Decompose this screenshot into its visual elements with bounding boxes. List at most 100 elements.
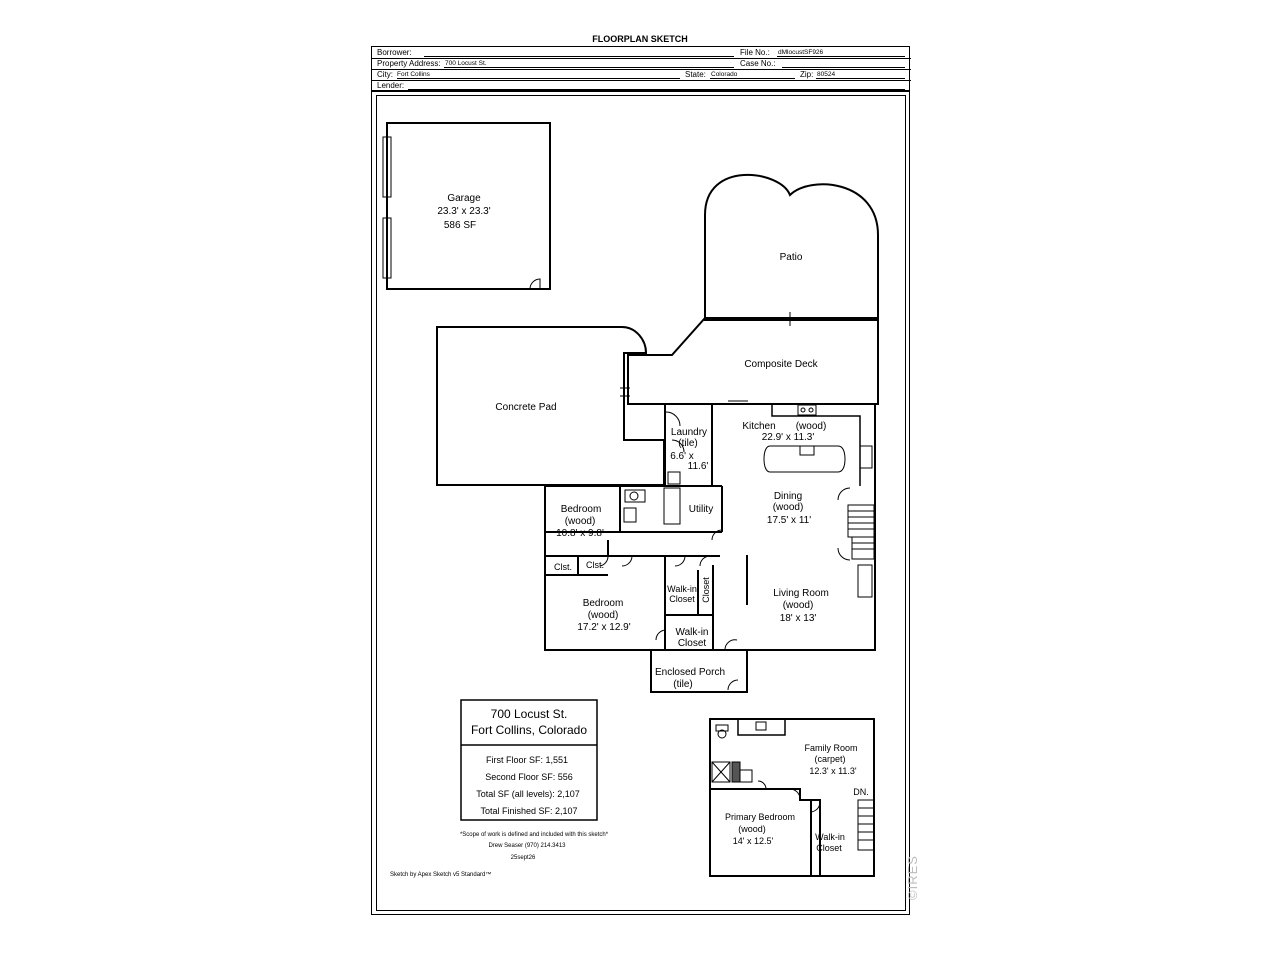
sink-icon [623,507,637,523]
kitchen-floor: (wood) [796,421,827,432]
city-label: City: [377,70,393,79]
door-swing-icon [727,679,739,691]
stairs-down-icon [857,799,875,851]
garage-outline [386,122,551,290]
walkin1-name-2: Closet [669,594,695,604]
laundry-name: Laundry [671,427,707,438]
summary-box [460,699,598,821]
walkin2-name: Walk-in [676,627,709,638]
sink-icon [799,445,815,456]
fill-line [782,67,905,68]
dining-floor: (wood) [773,502,804,513]
state-label: State: [685,70,706,79]
header-row-borrower: Borrower: File No.: dMlocustSF926 [372,47,909,58]
closet-a-name: Clst. [554,562,572,572]
cabinet-icon [739,769,753,783]
deck-outline [627,317,879,405]
door-swing-icon [711,529,723,541]
washer-icon [667,471,681,485]
sheet-frame [371,91,910,915]
author-note: Drew Seaser (970) 214.3413 [488,843,566,849]
address-value: 700 Locust St. [445,60,487,67]
file-label: File No.: [740,48,770,57]
fridge-icon [859,445,873,469]
patio-outline [704,173,879,321]
header-divider [372,69,911,70]
door-swing-icon [671,439,685,453]
software-note: Sketch by Apex Sketch v5 Standard™ [390,871,491,878]
door-swing-icon [655,629,667,641]
stairs-icon [847,504,875,560]
living-name: Living Room [773,588,829,599]
sheet-title: FLOORPLAN SKETCH [592,34,688,44]
fill-line [424,56,734,57]
city-value: Fort Collins [397,71,430,78]
garage-dims: 23.3' x 23.3' [437,206,490,217]
bedroom1-name: Bedroom [561,504,602,515]
fill-line [397,78,680,79]
fireplace-icon [857,564,873,598]
porch-floor: (tile) [673,679,692,690]
toilet-tank-icon [715,724,729,732]
scope-note: *Scope of work is defined and included w… [460,832,609,838]
zip-value: 80524 [817,71,836,78]
door-swing-icon [757,780,767,790]
header-divider [372,80,911,81]
closet-name: Closet [701,577,711,603]
bedroom2-name: Bedroom [583,598,624,609]
date-note: 25sept26 [511,855,536,861]
fill-line [444,67,734,68]
summary-finished: Total Finished SF: 2,107 [480,806,577,816]
summary-city: Fort Collins, Colorado [471,723,587,737]
door-swing-icon [665,411,681,427]
walkin3-name: Walk-in [815,832,845,842]
bathtub-icon [663,487,681,525]
range-icon [797,404,817,416]
header-divider [372,58,911,59]
bedroom2-floor: (wood) [588,610,619,621]
dining-dims: 17.5' x 11' [767,515,811,526]
door-swing-icon [529,278,541,290]
second-floor-outline [709,718,875,877]
living-floor: (wood) [783,600,814,611]
family-name: Family Room [804,743,857,753]
sliding-door-icon [620,387,630,397]
bath-counter [737,719,786,736]
door-swing-icon [674,555,686,567]
family-dims: 12.3' x 11.3' [809,766,857,776]
utility-name: Utility [689,504,713,515]
garage-door-icon [382,217,392,279]
door-swing-icon [699,555,711,567]
garage-name: Garage [447,193,481,204]
door-swing-icon [724,639,738,651]
family-floor: (carpet) [814,754,845,764]
dining-name: Dining [774,491,802,502]
fill-line [816,78,905,79]
address-label: Property Address: [377,59,441,68]
header-form: Borrower: File No.: dMlocustSF926 Proper… [371,46,911,91]
bedroom1-dims: 10.8' x 9.8' [556,528,604,539]
summary-address: 700 Locust St. [491,707,568,721]
primary-name: Primary Bedroom [725,812,795,822]
vanity-icon [731,761,741,783]
garage-sf: 586 SF [444,220,476,231]
garage-door-icon [382,136,392,198]
kitchen-dims: 22.9' x 11.3' [762,432,815,443]
porch-outline [650,649,748,693]
state-value: Colorado [711,71,738,78]
toilet-icon [629,491,639,501]
fill-line [408,89,905,90]
fill-line [777,56,905,57]
door-swing-icon [809,801,821,813]
closet-b-name: Clst. [586,560,604,570]
stairs-down-label: DN. [853,787,869,797]
door-swing-icon [837,487,851,501]
fill-line [710,78,795,79]
toilet-tank-icon [624,489,646,503]
laundry-dims-2: 11.6' [688,461,709,472]
walkin2-name-2: Closet [678,638,707,649]
concrete-pad-name: Concrete Pad [495,402,556,413]
walkin3-name-2: Closet [816,843,842,853]
borrower-label: Borrower: [377,48,412,57]
